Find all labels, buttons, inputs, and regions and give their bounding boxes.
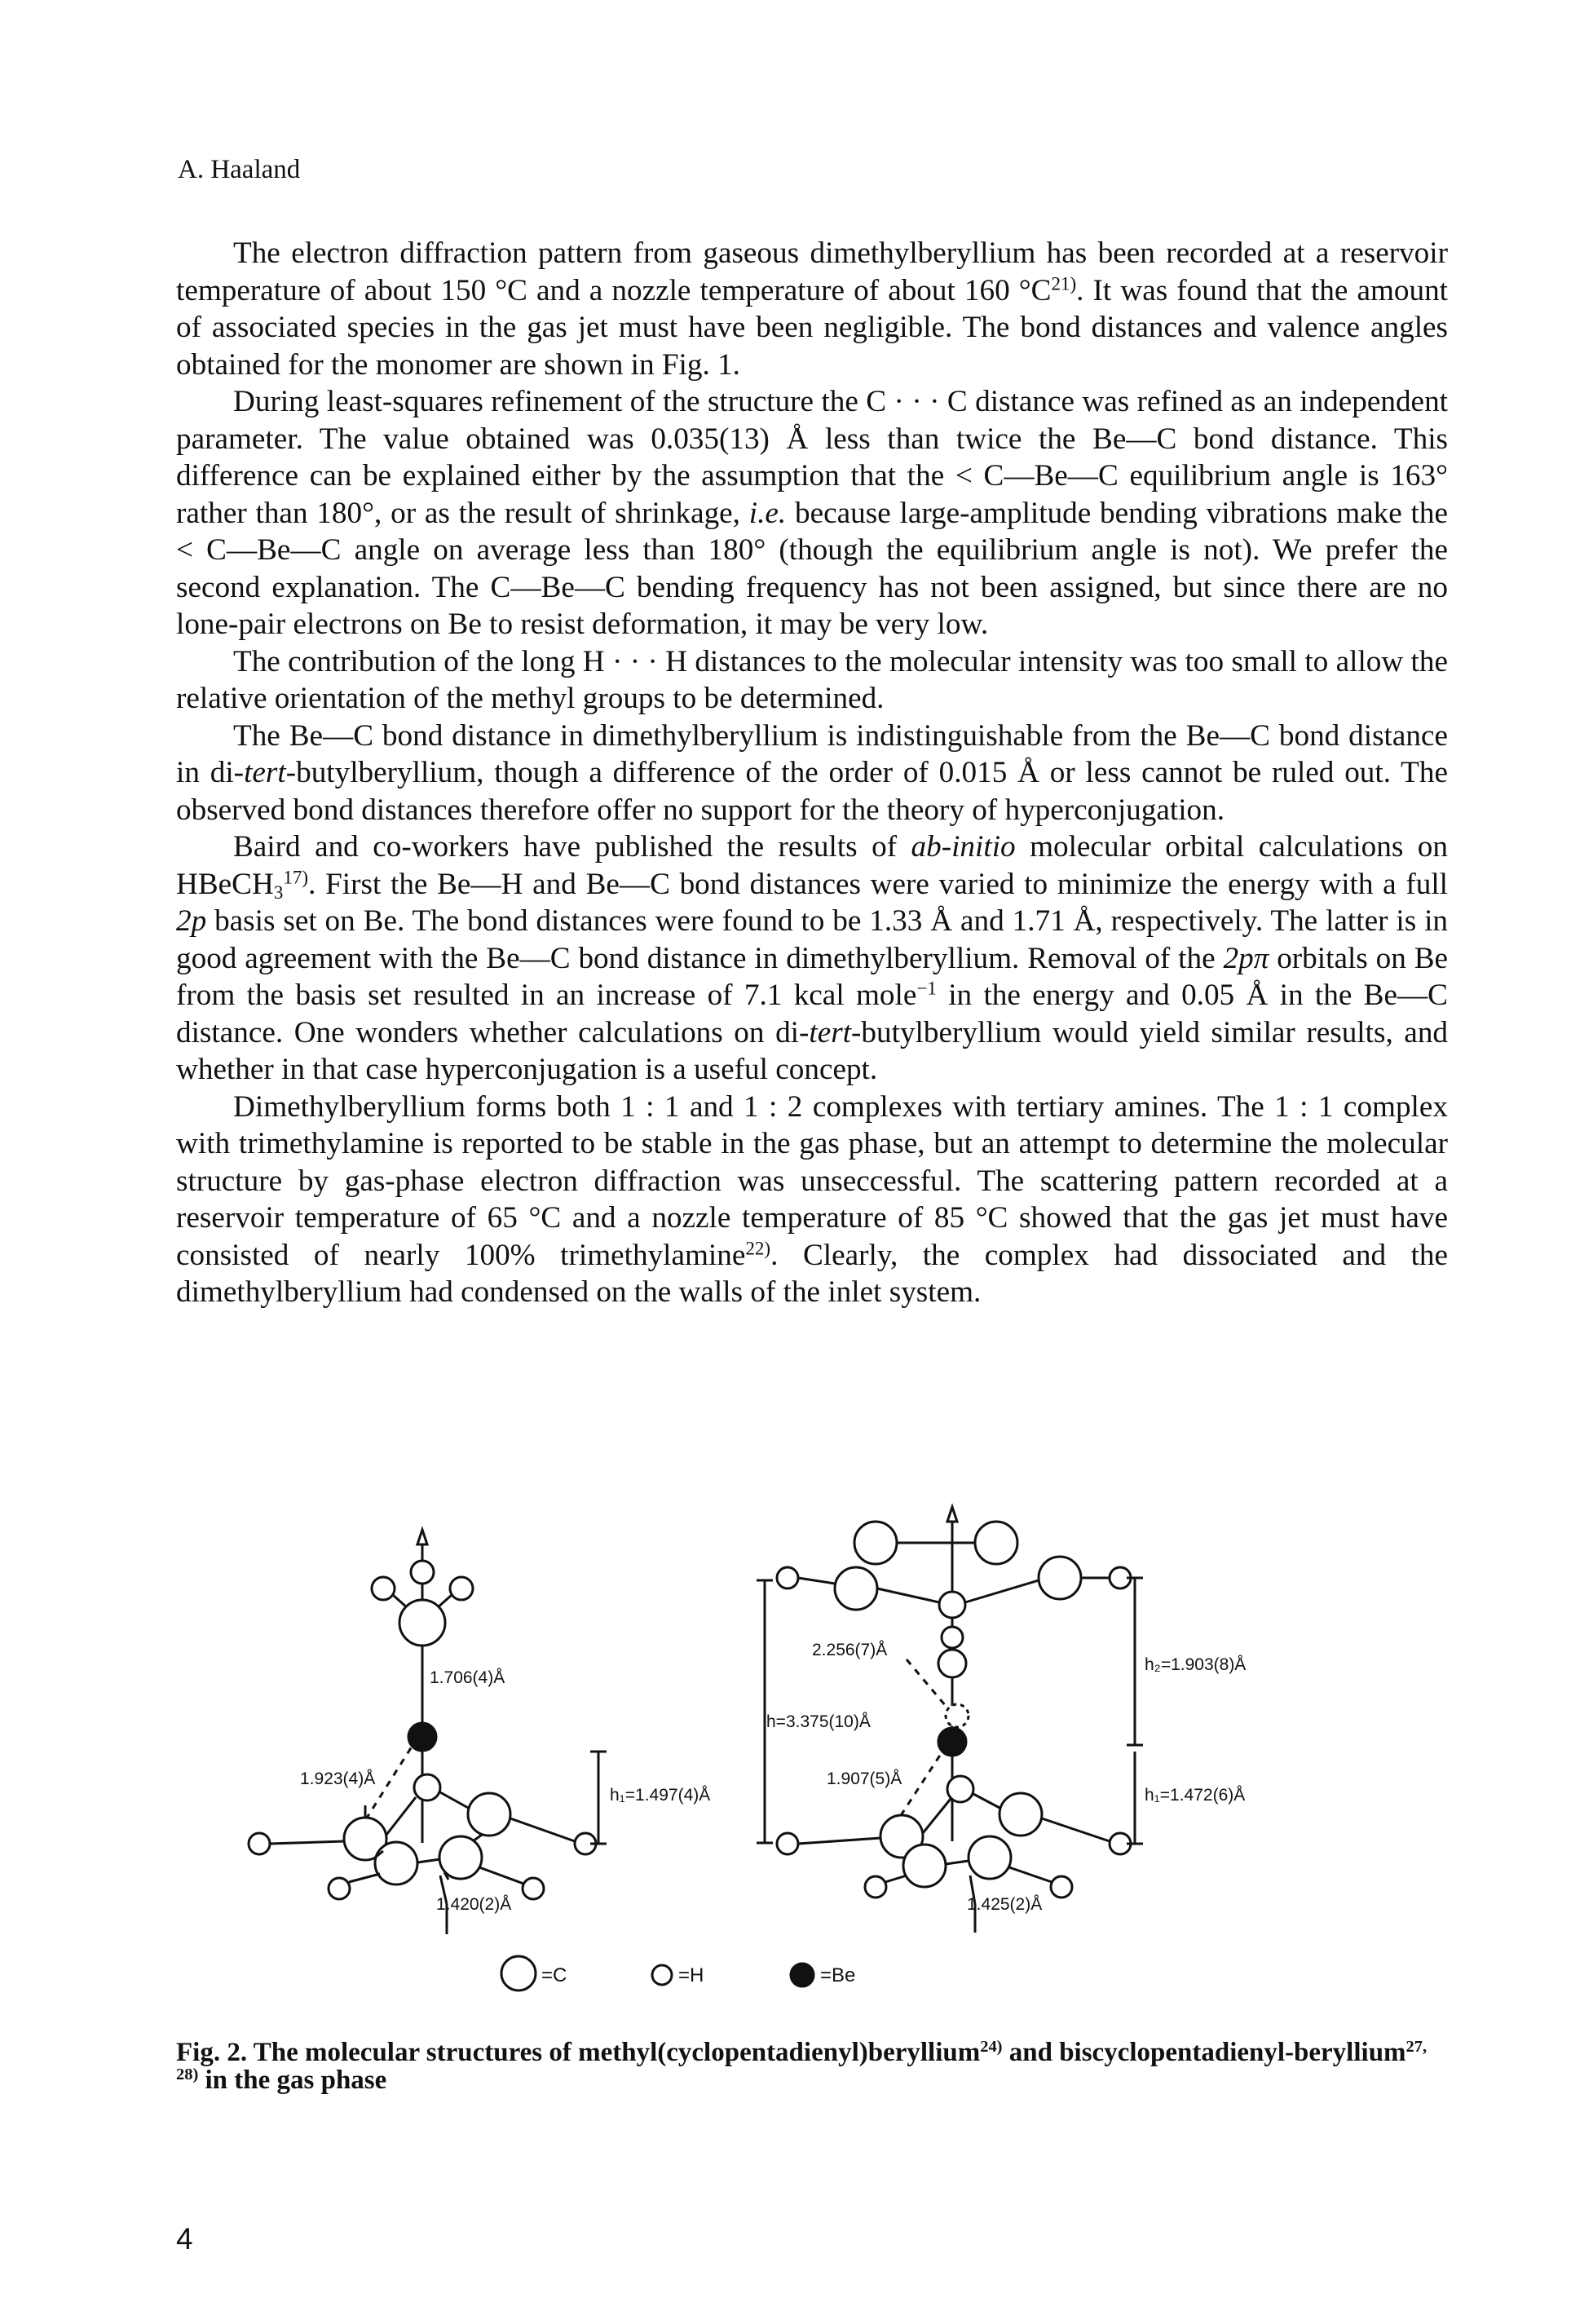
be-atom — [407, 1721, 438, 1752]
paragraph-5: Baird and co-workers have published the … — [176, 830, 1449, 1086]
paragraph-1: The electron diffraction pattern from ga… — [176, 236, 1448, 382]
label-cc-right: 1.425(2)Å — [967, 1895, 1042, 1914]
carbon-legend-icon — [500, 1955, 537, 1992]
molecular-structures-figure: 1.706(4)Å 1.923(4)Å h₁=1.497(4)Å 1.420(2… — [247, 1503, 1246, 1992]
page-number: 4 — [176, 2222, 193, 2256]
legend-c-label: =C — [541, 1964, 567, 1986]
label-h1-left: h₁=1.497(4)Å — [610, 1786, 710, 1805]
left-molecule — [247, 1526, 607, 1934]
figure-caption: Fig. 2. The molecular structures of meth… — [176, 2037, 1428, 2095]
label-h2: h₂=1.903(8)Å — [1145, 1655, 1246, 1674]
hydrogen-legend-icon — [651, 1964, 673, 1986]
beryllium-legend-icon — [789, 1962, 815, 1988]
paragraph-2: During least-squares refinement of the s… — [176, 385, 1448, 641]
paragraph-3: The contribution of the long H · · · H d… — [176, 644, 1448, 716]
legend-h-label: =H — [678, 1964, 704, 1986]
be-atom-right — [937, 1726, 968, 1757]
label-h-total: h=3.375(10)Å — [766, 1712, 871, 1731]
label-be-c: 1.706(4)Å — [430, 1668, 505, 1687]
running-header: A. Haaland — [178, 155, 301, 184]
label-be-ring-near: 1.907(5)Å — [827, 1770, 902, 1788]
paragraph-6: Dimethylberyllium forms both 1 : 1 and 1… — [176, 1089, 1448, 1310]
body-text: The electron diffraction pattern from ga… — [176, 235, 1448, 1311]
label-be-ring: 1.923(4)Å — [300, 1770, 375, 1788]
right-molecule — [757, 1503, 1143, 1933]
legend-be-label: =Be — [820, 1964, 855, 1986]
label-h1-right: h₁=1.472(6)Å — [1145, 1786, 1245, 1805]
label-be-ring-far: 2.256(7)Å — [812, 1641, 887, 1659]
label-cc-left: 1.420(2)Å — [436, 1895, 511, 1914]
paragraph-4: The Be—C bond distance in dimethylberyll… — [176, 718, 1448, 827]
